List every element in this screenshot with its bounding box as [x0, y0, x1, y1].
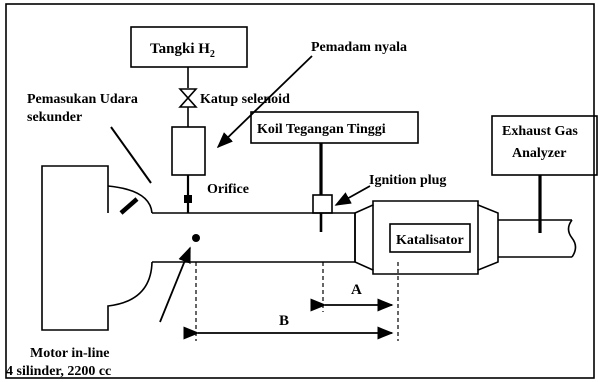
- secondary-air-pipe: [110, 126, 152, 184]
- engine-block-body: [41, 165, 153, 331]
- secondary-air-nozzle-icon: [119, 197, 139, 215]
- exhaust-analyzer-label-line2: Analyzer: [512, 146, 566, 161]
- orifice-icon: [184, 195, 192, 203]
- hydrogen-tank-box: [130, 26, 248, 68]
- engine-label-line2: 4 silinder, 2200 cc: [6, 364, 111, 379]
- outer-frame: [5, 3, 595, 379]
- solenoid-valve-label: Katup selenoid: [200, 92, 290, 107]
- exhaust-analyzer-label-line1: Exhaust Gas: [502, 124, 578, 139]
- injection-point-icon: [192, 234, 200, 242]
- dim-a-label: A: [351, 282, 362, 298]
- pipe-break-line: [567, 219, 577, 258]
- catalyst-label: Katalisator: [396, 233, 464, 248]
- ignition-plug-body: [312, 194, 333, 214]
- exhaust-analyzer-box: [491, 115, 598, 176]
- solenoid-valve-icon: [178, 88, 198, 108]
- ignition-plug-arrow: [334, 185, 371, 206]
- hv-coil-box: [250, 111, 419, 144]
- orifice-label: Orifice: [207, 182, 249, 197]
- hv-coil-label: Koil Tegangan Tinggi: [257, 122, 386, 137]
- flame-arrester-arrow: [216, 55, 313, 149]
- hydrogen-tank-label: Tangki H2: [150, 41, 215, 60]
- injection-point-arrow: [159, 246, 191, 323]
- engine-label-line1: Motor in-line: [30, 346, 109, 361]
- flame-arrester-label: Pemadam nyala: [311, 40, 407, 55]
- dim-b-label: B: [279, 313, 289, 329]
- engine-head-curve: [107, 185, 153, 214]
- secondary-air-label-line2: sekunder: [27, 110, 82, 125]
- ignition-plug-label: Ignition plug: [369, 173, 446, 188]
- flame-arrester-box: [171, 126, 206, 176]
- catalyst-label-box: [389, 223, 471, 253]
- secondary-air-label-line1: Pemasukan Udara: [27, 92, 138, 107]
